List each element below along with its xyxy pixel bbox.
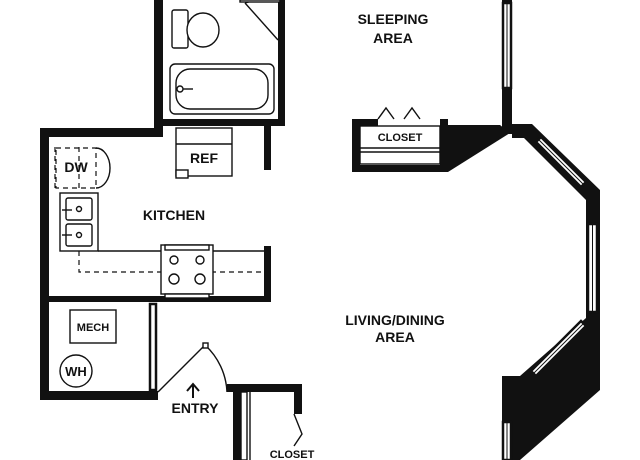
lower-closet-left-wall (233, 384, 241, 460)
entry-label: ENTRY (172, 400, 220, 416)
mech-room (59, 309, 117, 388)
bathtub-drain (176, 85, 184, 93)
entry-right-wall (227, 384, 302, 392)
upper-closet-left-wall (352, 119, 360, 171)
upper-closet-bottom-wall (352, 165, 448, 172)
refrigerator-label: REF (190, 150, 218, 166)
toilet-tank (171, 9, 189, 49)
bathroom-bottom-wall (163, 119, 285, 126)
living-dining-label-line1: LIVING/DINING (345, 312, 445, 328)
upper-closet-top-left (352, 119, 378, 126)
sleeping-area-label-line2: AREA (373, 30, 413, 46)
lower-closet-right-wall (294, 384, 302, 414)
lower-closet-door (293, 413, 303, 447)
closet-angled-wall (440, 125, 510, 172)
bottom-left-wall (40, 391, 158, 400)
living-dining-label-line2: AREA (375, 329, 415, 345)
toilet-bowl (186, 12, 220, 48)
kitchen-fixtures (54, 127, 264, 299)
bathroom-left-wall (154, 0, 163, 135)
entry-door-swing (204, 344, 228, 393)
kitchen-label: KITCHEN (143, 207, 205, 223)
kitchen-top-wall (40, 128, 163, 137)
upper-closet-interior (359, 125, 441, 165)
kitchen-right-wall (264, 246, 271, 302)
windows (148, 1, 599, 460)
left-exterior-wall (40, 128, 49, 400)
dishwasher-label: DW (64, 159, 88, 175)
water-heater (59, 354, 93, 388)
bathtub-basin (175, 68, 269, 110)
water-heater-label: WH (65, 364, 87, 379)
dishwasher-door (95, 147, 111, 189)
entry-door (157, 342, 228, 393)
entry-door-leaf (157, 344, 206, 393)
upper-closet-door-left (377, 106, 395, 120)
dishwasher (55, 147, 97, 189)
bathroom (169, 0, 281, 115)
lower-closet (240, 391, 303, 460)
lower-closet-label: CLOSET (270, 449, 315, 460)
range (160, 244, 214, 295)
refrigerator (175, 127, 233, 177)
walls (40, 0, 600, 460)
arrow-up-icon (186, 382, 200, 398)
labels: SLEEPING AREA CLOSET REF DW KITCHEN MECH… (64, 11, 445, 460)
upper-closet-label: CLOSET (378, 132, 423, 144)
upper-closet-door-right (403, 106, 421, 120)
partition-stub (264, 122, 271, 170)
bathroom-right-wall (278, 0, 285, 122)
mech-room-top-wall (49, 296, 270, 302)
bathroom-door (244, 2, 279, 41)
sink-basin-1 (65, 197, 93, 221)
sleeping-area-label-line1: SLEEPING (358, 11, 429, 27)
bathroom-door-frame (239, 0, 281, 3)
mech-label: MECH (77, 322, 109, 334)
mech-box (69, 309, 117, 344)
mech-room-window (148, 302, 158, 392)
bay-exterior-wall (502, 124, 600, 460)
upper-closet (359, 106, 441, 165)
